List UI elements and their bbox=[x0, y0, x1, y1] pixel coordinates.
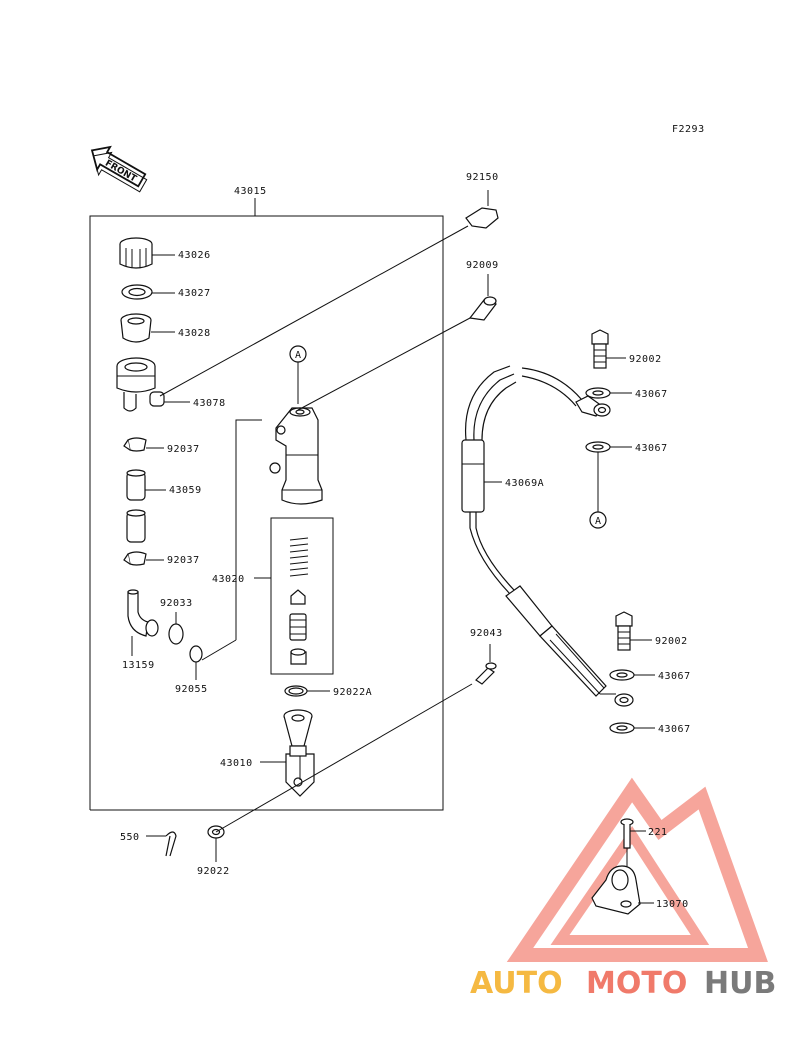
callout-43069A: 43069A bbox=[505, 478, 544, 489]
watermark-logo-triangle bbox=[506, 777, 768, 962]
banjo-bolt-92002-lower bbox=[615, 611, 633, 651]
hose-clamp-92037-lower bbox=[123, 551, 147, 566]
circlip-92022a bbox=[284, 685, 308, 697]
reservoir-cap-43026 bbox=[119, 237, 153, 269]
washer-43067-3 bbox=[609, 669, 635, 681]
hose-clamp-92037-upper bbox=[123, 437, 147, 452]
master-cylinder-body bbox=[269, 407, 323, 505]
callout-92009: 92009 bbox=[466, 260, 499, 271]
callout-92037-upper: 92037 bbox=[167, 444, 200, 455]
reference-a-right-label: A bbox=[595, 516, 602, 527]
diaphragm-43028 bbox=[120, 313, 152, 343]
callout-43067-3: 43067 bbox=[658, 671, 691, 682]
callout-92002-lower: 92002 bbox=[655, 636, 688, 647]
washer-43067-1 bbox=[585, 387, 611, 399]
watermark-hub: HUB bbox=[704, 966, 776, 1001]
watermark-logo-text: AUTO MOTO HUB bbox=[470, 966, 776, 1001]
bolt-92150 bbox=[159, 190, 499, 397]
callout-43027: 43027 bbox=[178, 288, 211, 299]
callout-43059: 43059 bbox=[169, 485, 202, 496]
reference-code: F2293 bbox=[672, 124, 705, 135]
reservoir-tank-43078 bbox=[116, 357, 165, 412]
brake-hose-43069a bbox=[461, 365, 634, 707]
reference-a-top-label: A bbox=[295, 350, 302, 361]
piston-kit-43020 bbox=[270, 517, 334, 675]
pin-92043 bbox=[215, 662, 497, 833]
callout-92055: 92055 bbox=[175, 684, 208, 695]
callout-550: 550 bbox=[120, 832, 140, 843]
washer-43067-4 bbox=[609, 722, 635, 734]
assembly-bracket-43015 bbox=[89, 198, 444, 811]
elbow-fitting-13159 bbox=[127, 589, 159, 656]
banjo-bolt-92002-upper bbox=[591, 329, 609, 369]
screw-221 bbox=[620, 818, 634, 868]
callout-13070: 13070 bbox=[656, 899, 689, 910]
callout-43067-2: 43067 bbox=[635, 443, 668, 454]
cotter-pin-550 bbox=[165, 831, 177, 857]
callout-13159: 13159 bbox=[122, 660, 155, 671]
diaphragm-plate-43027 bbox=[121, 284, 153, 300]
callout-43010: 43010 bbox=[220, 758, 253, 769]
callout-92150: 92150 bbox=[466, 172, 499, 183]
circlip-92033 bbox=[168, 612, 184, 645]
callout-43067-1: 43067 bbox=[635, 389, 668, 400]
callout-43015: 43015 bbox=[234, 186, 267, 197]
callout-221: 221 bbox=[648, 827, 668, 838]
watermark-auto: AUTO bbox=[470, 966, 563, 1001]
push-rod-43010 bbox=[283, 709, 315, 797]
callout-92022: 92022 bbox=[197, 866, 230, 877]
o-ring-92055 bbox=[189, 645, 203, 680]
reservoir-hose-43059 bbox=[126, 469, 146, 543]
watermark-moto: MOTO bbox=[586, 966, 687, 1001]
bracket-13070 bbox=[591, 865, 641, 915]
callout-43078: 43078 bbox=[193, 398, 226, 409]
callout-92002-upper: 92002 bbox=[629, 354, 662, 365]
callout-43028: 43028 bbox=[178, 328, 211, 339]
bolt-92009 bbox=[297, 274, 497, 411]
callout-92022A: 92022A bbox=[333, 687, 372, 698]
callout-43026: 43026 bbox=[178, 250, 211, 261]
callout-43020: 43020 bbox=[212, 574, 245, 585]
callout-92043: 92043 bbox=[470, 628, 503, 639]
callout-43067-4: 43067 bbox=[658, 724, 691, 735]
reference-marker-a-right bbox=[589, 511, 607, 529]
callout-92033: 92033 bbox=[160, 598, 193, 609]
callout-92037-lower: 92037 bbox=[167, 555, 200, 566]
front-arrow-icon: FRONT bbox=[90, 145, 148, 193]
washer-43067-2 bbox=[585, 441, 611, 453]
